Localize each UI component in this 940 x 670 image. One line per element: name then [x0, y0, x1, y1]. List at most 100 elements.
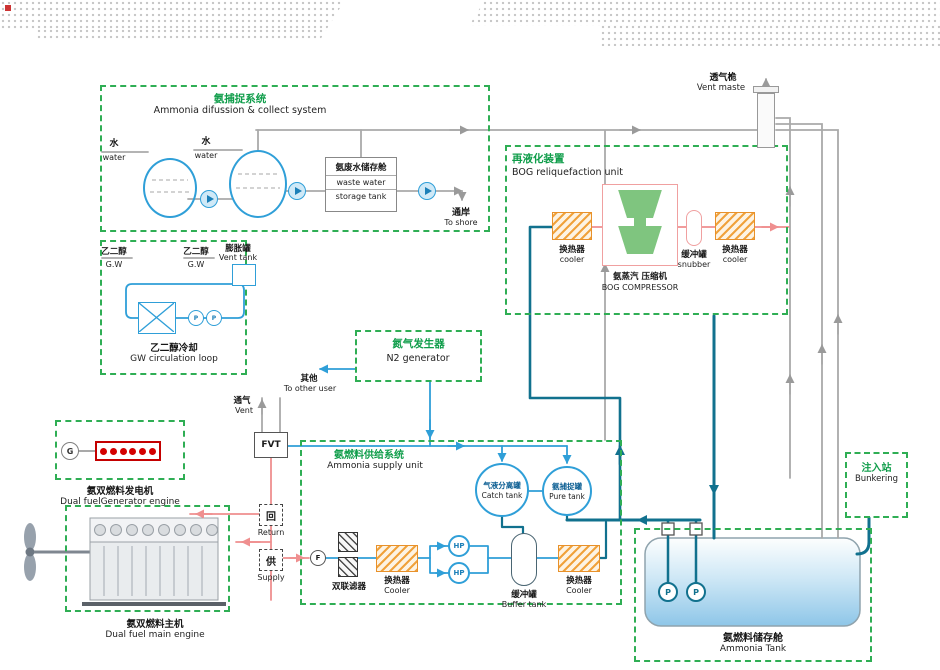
waste-water-tank-label-zh: 氨废水储存舱	[326, 158, 396, 176]
cylinder-dot-icon	[109, 447, 117, 455]
supply-cooler-1-label-zh: 换热器	[384, 576, 410, 586]
gw-vent-tank-label-zh: 膨胀罐	[225, 244, 251, 254]
catch-tank: 气液分离罐 Catch tank	[475, 463, 529, 517]
to-shore-label-en: To shore	[444, 218, 478, 227]
ammonia-tank-body	[644, 537, 861, 627]
pump-arrow-icon	[294, 187, 302, 195]
waste-water-tank-label-en2: storage tank	[335, 192, 387, 201]
halftone-band	[600, 24, 940, 46]
halftone-band	[36, 28, 396, 40]
compressor-shaft-icon	[634, 218, 646, 226]
main-engine-title-zh: 氨双燃料主机	[126, 619, 184, 630]
glycol1-label-en: G.W	[105, 260, 123, 269]
ammonia-tank-label-en: Ammonia Tank	[719, 644, 787, 654]
gw-vent-tank-label-en: Vent tank	[218, 253, 258, 262]
generator-title-zh: 氨双燃料发电机	[86, 486, 154, 497]
water2-label-en: water	[194, 151, 218, 160]
glycol2-label-zh: 乙二醇	[183, 247, 209, 257]
red-mark	[5, 5, 11, 11]
gw-pump-1: P	[188, 310, 204, 326]
to-other-user-label-en: To other user	[283, 384, 337, 393]
cylinder-dot-icon	[129, 447, 137, 455]
water2-label-zh: 水	[201, 137, 211, 147]
bunkering-box	[845, 452, 908, 518]
supply-unit-title-zh: 氨燃料供给系统	[334, 450, 404, 461]
bog-title-en: BOG reliquefaction unit	[512, 167, 623, 178]
bunkering-label-zh: 注入站	[861, 463, 892, 474]
bog-cooler-2-label-en: cooler	[722, 255, 748, 264]
fvt-vent-label-en: Vent	[235, 406, 253, 415]
gw-heat-exchanger	[138, 302, 176, 334]
collect-system-box	[100, 85, 490, 232]
duplex-filter-2	[338, 557, 358, 577]
bog-cooler-1-label-en: cooler	[559, 255, 585, 264]
tank-pump-1: P	[658, 582, 678, 602]
gw-pump-2: P	[206, 310, 222, 326]
pure-tank-label-en: Pure tank	[549, 492, 585, 501]
supply-cooler-2-label-en: Cooler	[566, 586, 592, 595]
vent-mast-cap	[753, 86, 779, 93]
pipes-blue	[125, 283, 572, 578]
collect-system-title-zh: 氨捕捉系统	[213, 93, 267, 105]
bog-snubber	[686, 210, 702, 246]
pipes-pink	[189, 222, 790, 601]
n2-title-zh: 氮气发生器	[392, 338, 445, 350]
generator-g-icon: G	[61, 442, 79, 460]
supply-cooler-2	[558, 545, 600, 572]
hp-pump-1: HP	[448, 535, 470, 557]
pump-arrow-icon	[424, 187, 432, 195]
duplex-filter-1	[338, 532, 358, 552]
supply-valve-box: 供	[259, 549, 283, 571]
generator-box	[55, 420, 185, 480]
vent-mast	[757, 93, 775, 148]
supply-unit-title-en: Ammonia supply unit	[327, 461, 423, 471]
vent-mast-label-en: Vent maste	[696, 83, 746, 93]
to-shore-label-zh: 通岸	[451, 208, 470, 218]
pump-icon	[288, 182, 306, 200]
water1-label-zh: 水	[109, 139, 119, 149]
bog-snubber-label-en: snubber	[677, 260, 711, 269]
main-engine-box	[65, 505, 230, 612]
generator-title-en: Dual fuelGenerator engine	[60, 497, 180, 507]
cylinder-dot-icon	[139, 447, 147, 455]
return-valve-box: 回	[259, 504, 283, 526]
pump-icon	[418, 182, 436, 200]
bog-unit-box	[505, 145, 788, 315]
ammonia-tank-label-zh: 氨燃料储存舱	[723, 633, 783, 644]
main-engine-title-en: Dual fuel main engine	[105, 630, 205, 640]
bunkering-label-en: Bunkering	[854, 474, 899, 484]
pure-tank: 氨捕捉罐 Pure tank	[542, 466, 592, 516]
buffer-tank-label-zh: 缓冲罐	[511, 590, 537, 600]
fvt-vent-label-zh: 通气	[233, 396, 251, 406]
buffer-tank-label-en: Buffer tank	[501, 600, 547, 609]
glycol2-label-en: G.W	[187, 260, 205, 269]
gw-loop-box	[100, 240, 247, 375]
collect-tank-1	[143, 158, 197, 218]
pump-icon	[200, 190, 218, 208]
buffer-tank	[511, 533, 537, 586]
waste-water-tank: 氨废水储存舱 waste water storage tank	[325, 157, 397, 212]
heat-exchanger-x-icon	[138, 302, 175, 333]
bog-title-zh: 再液化装置	[512, 153, 565, 165]
bog-snubber-label-zh: 缓冲罐	[681, 250, 707, 260]
tank-pump-2: P	[686, 582, 706, 602]
bog-cooler-1-label-zh: 换热器	[559, 245, 585, 255]
halftone-band	[470, 0, 940, 26]
catch-tank-label-en: Catch tank	[481, 491, 523, 500]
hp-pump-2: HP	[448, 562, 470, 584]
pump-arrow-icon	[206, 195, 214, 203]
supply-cooler-1	[376, 545, 418, 572]
waste-water-tank-label-en1: waste water	[326, 176, 396, 190]
ammonia-tank-box	[634, 528, 872, 662]
supply-cooler-2-label-zh: 换热器	[566, 576, 592, 586]
cylinder-dot-icon	[149, 447, 157, 455]
return-label: Return	[257, 528, 285, 537]
water1-label-en: water	[102, 153, 126, 162]
gw-loop-title-en: GW circulation loop	[130, 354, 218, 364]
gw-vent-tank	[232, 264, 256, 286]
supply-unit-box	[300, 440, 622, 605]
bog-compressor-label-en: BOG COMPRESSOR	[601, 283, 679, 292]
n2-title-en: N2 generator	[386, 353, 450, 364]
